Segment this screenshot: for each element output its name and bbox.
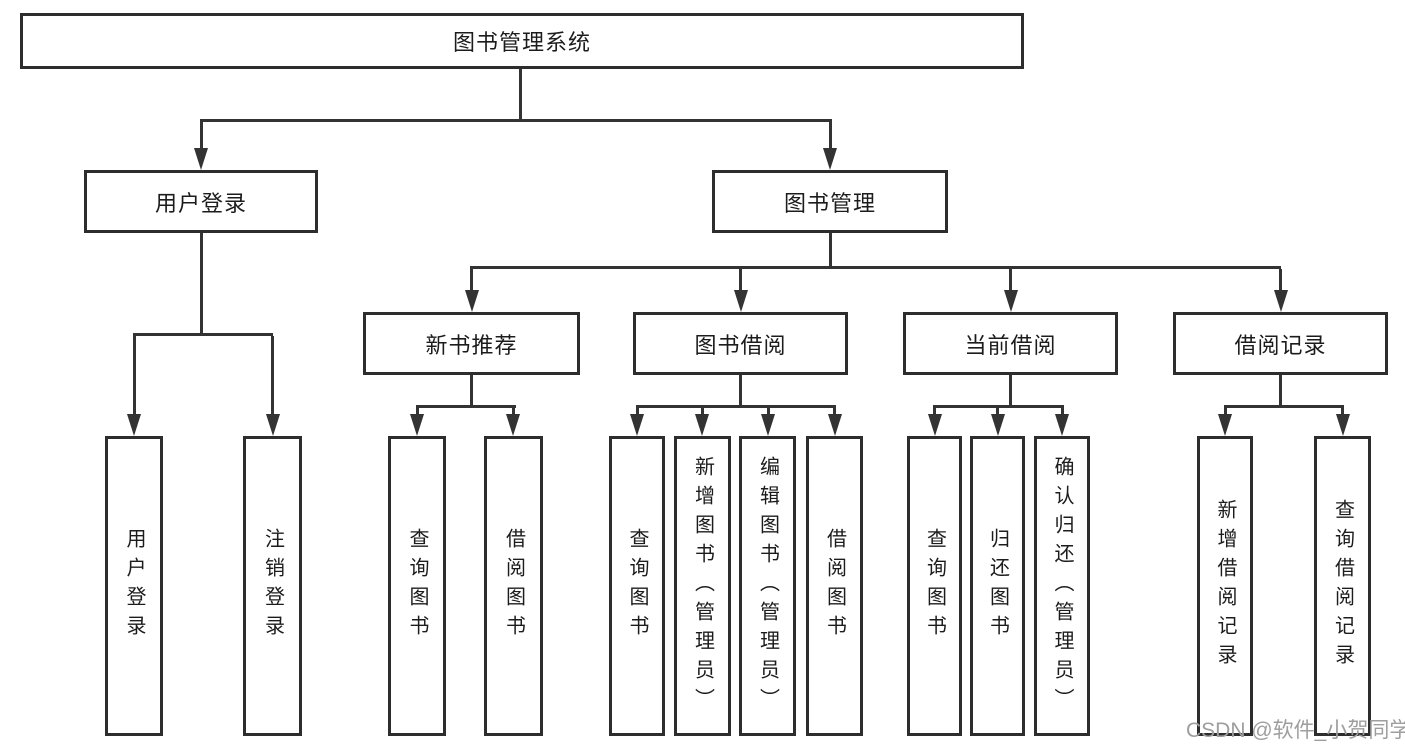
- arrowhead-icon: [1218, 414, 1232, 436]
- node-borrowing-records-label: 借阅记录: [1234, 332, 1327, 358]
- arrowhead-icon: [265, 414, 280, 436]
- connector-line: [739, 269, 742, 291]
- connector-line: [415, 408, 419, 416]
- connector-line: [271, 336, 274, 414]
- leaf-recommend-borrow-books-label: 借阅图书: [502, 528, 525, 644]
- connector-line: [1009, 269, 1012, 291]
- node-library-system-label: 图书管理系统: [452, 30, 591, 55]
- connector-line: [518, 69, 522, 121]
- connector-line: [1279, 375, 1282, 407]
- arrowhead-icon: [506, 414, 520, 436]
- connector-line: [635, 405, 836, 408]
- arrowhead-icon: [1335, 414, 1350, 436]
- leaf-logout: 注销登录: [243, 436, 302, 736]
- arrowhead-icon: [990, 414, 1005, 436]
- leaf-add-books-admin: 新增图书（管理员）: [674, 436, 731, 736]
- arrowhead-icon: [194, 148, 208, 170]
- arrowhead-icon: [630, 414, 644, 436]
- node-new-book-recommend: 新书推荐: [363, 312, 580, 375]
- leaf-query-borrow-record-label: 查询借阅记录: [1331, 499, 1354, 673]
- leaf-user-login-label: 用户登录: [123, 528, 145, 644]
- arrowhead-icon: [733, 290, 748, 312]
- csdn-watermark: CSDN @软件_小贺同学: [1186, 719, 1405, 742]
- leaf-borrow-books: 借阅图书: [806, 436, 863, 736]
- connector-line: [1279, 269, 1282, 291]
- leaf-return-books-label: 归还图书: [986, 528, 1009, 644]
- connector-line: [766, 408, 770, 416]
- leaf-query-borrow-record: 查询借阅记录: [1314, 436, 1371, 736]
- connector-line: [199, 119, 832, 122]
- leaf-confirm-return-admin-label: 确认归还（管理员）: [1051, 455, 1073, 717]
- connector-line: [199, 233, 203, 335]
- node-user-login: 用户登录: [84, 170, 318, 233]
- connector-line: [470, 375, 473, 407]
- leaf-borrowing-query-books-label: 查询图书: [626, 528, 648, 644]
- connector-line: [828, 233, 832, 269]
- node-book-management-label: 图书管理: [783, 190, 876, 216]
- node-current-borrowing-label: 当前借阅: [964, 332, 1057, 358]
- connector-line: [833, 408, 836, 416]
- connector-line: [1223, 408, 1227, 416]
- arrowhead-icon: [1003, 290, 1018, 312]
- connector-line: [511, 408, 515, 416]
- leaf-add-books-admin-label: 新增图书（管理员）: [691, 455, 714, 717]
- arrowhead-icon: [695, 414, 709, 436]
- leaf-borrowing-query-books: 查询图书: [609, 436, 665, 736]
- connector-line: [1223, 405, 1344, 408]
- leaf-logout-label: 注销登录: [261, 528, 284, 644]
- connector-line: [933, 408, 936, 416]
- arrowhead-icon: [823, 148, 837, 170]
- arrowhead-icon: [464, 290, 479, 312]
- node-new-book-recommend-label: 新书推荐: [425, 332, 518, 358]
- node-library-system: 图书管理系统: [20, 13, 1024, 69]
- connector-line: [415, 405, 516, 408]
- node-current-borrowing: 当前借阅: [903, 312, 1118, 375]
- connector-line: [1341, 408, 1344, 416]
- leaf-add-borrow-record-label: 新增借阅记录: [1214, 499, 1236, 673]
- leaf-user-login: 用户登录: [105, 436, 163, 736]
- connector-line: [1060, 408, 1064, 416]
- node-book-borrowing-label: 图书借阅: [694, 332, 787, 358]
- connector-line: [199, 122, 203, 150]
- connector-line: [828, 122, 832, 150]
- connector-line: [635, 408, 639, 416]
- connector-line: [132, 333, 273, 336]
- leaf-current-query-books-label: 查询图书: [923, 528, 946, 644]
- connector-line: [700, 408, 704, 416]
- connector-line: [132, 336, 136, 414]
- leaf-borrow-books-label: 借阅图书: [823, 528, 846, 644]
- connector-line: [996, 408, 999, 416]
- arrowhead-icon: [1273, 290, 1288, 312]
- leaf-edit-books-admin: 编辑图书（管理员）: [739, 436, 796, 736]
- connector-line: [470, 269, 473, 291]
- leaf-recommend-query-books: 查询图书: [388, 436, 446, 736]
- connector-line: [739, 375, 742, 407]
- leaf-add-borrow-record: 新增借阅记录: [1197, 436, 1253, 736]
- connector-line: [1009, 375, 1012, 407]
- arrowhead-icon: [410, 414, 424, 436]
- arrowhead-icon: [827, 414, 842, 436]
- node-book-management: 图书管理: [712, 170, 948, 233]
- arrowhead-icon: [1055, 414, 1069, 436]
- node-borrowing-records: 借阅记录: [1173, 312, 1388, 375]
- leaf-return-books: 归还图书: [970, 436, 1025, 736]
- leaf-edit-books-admin-label: 编辑图书（管理员）: [756, 455, 779, 717]
- arrowhead-icon: [127, 414, 141, 436]
- leaf-current-query-books: 查询图书: [907, 436, 962, 736]
- connector-line: [933, 405, 1064, 408]
- leaf-recommend-query-books-label: 查询图书: [406, 528, 428, 644]
- arrowhead-icon: [927, 414, 942, 436]
- arrowhead-icon: [761, 414, 775, 436]
- leaf-confirm-return-admin: 确认归还（管理员）: [1034, 436, 1090, 736]
- leaf-recommend-borrow-books: 借阅图书: [484, 436, 543, 736]
- node-book-borrowing: 图书借阅: [633, 312, 848, 375]
- connector-line: [470, 266, 1281, 269]
- node-user-login-label: 用户登录: [154, 190, 247, 216]
